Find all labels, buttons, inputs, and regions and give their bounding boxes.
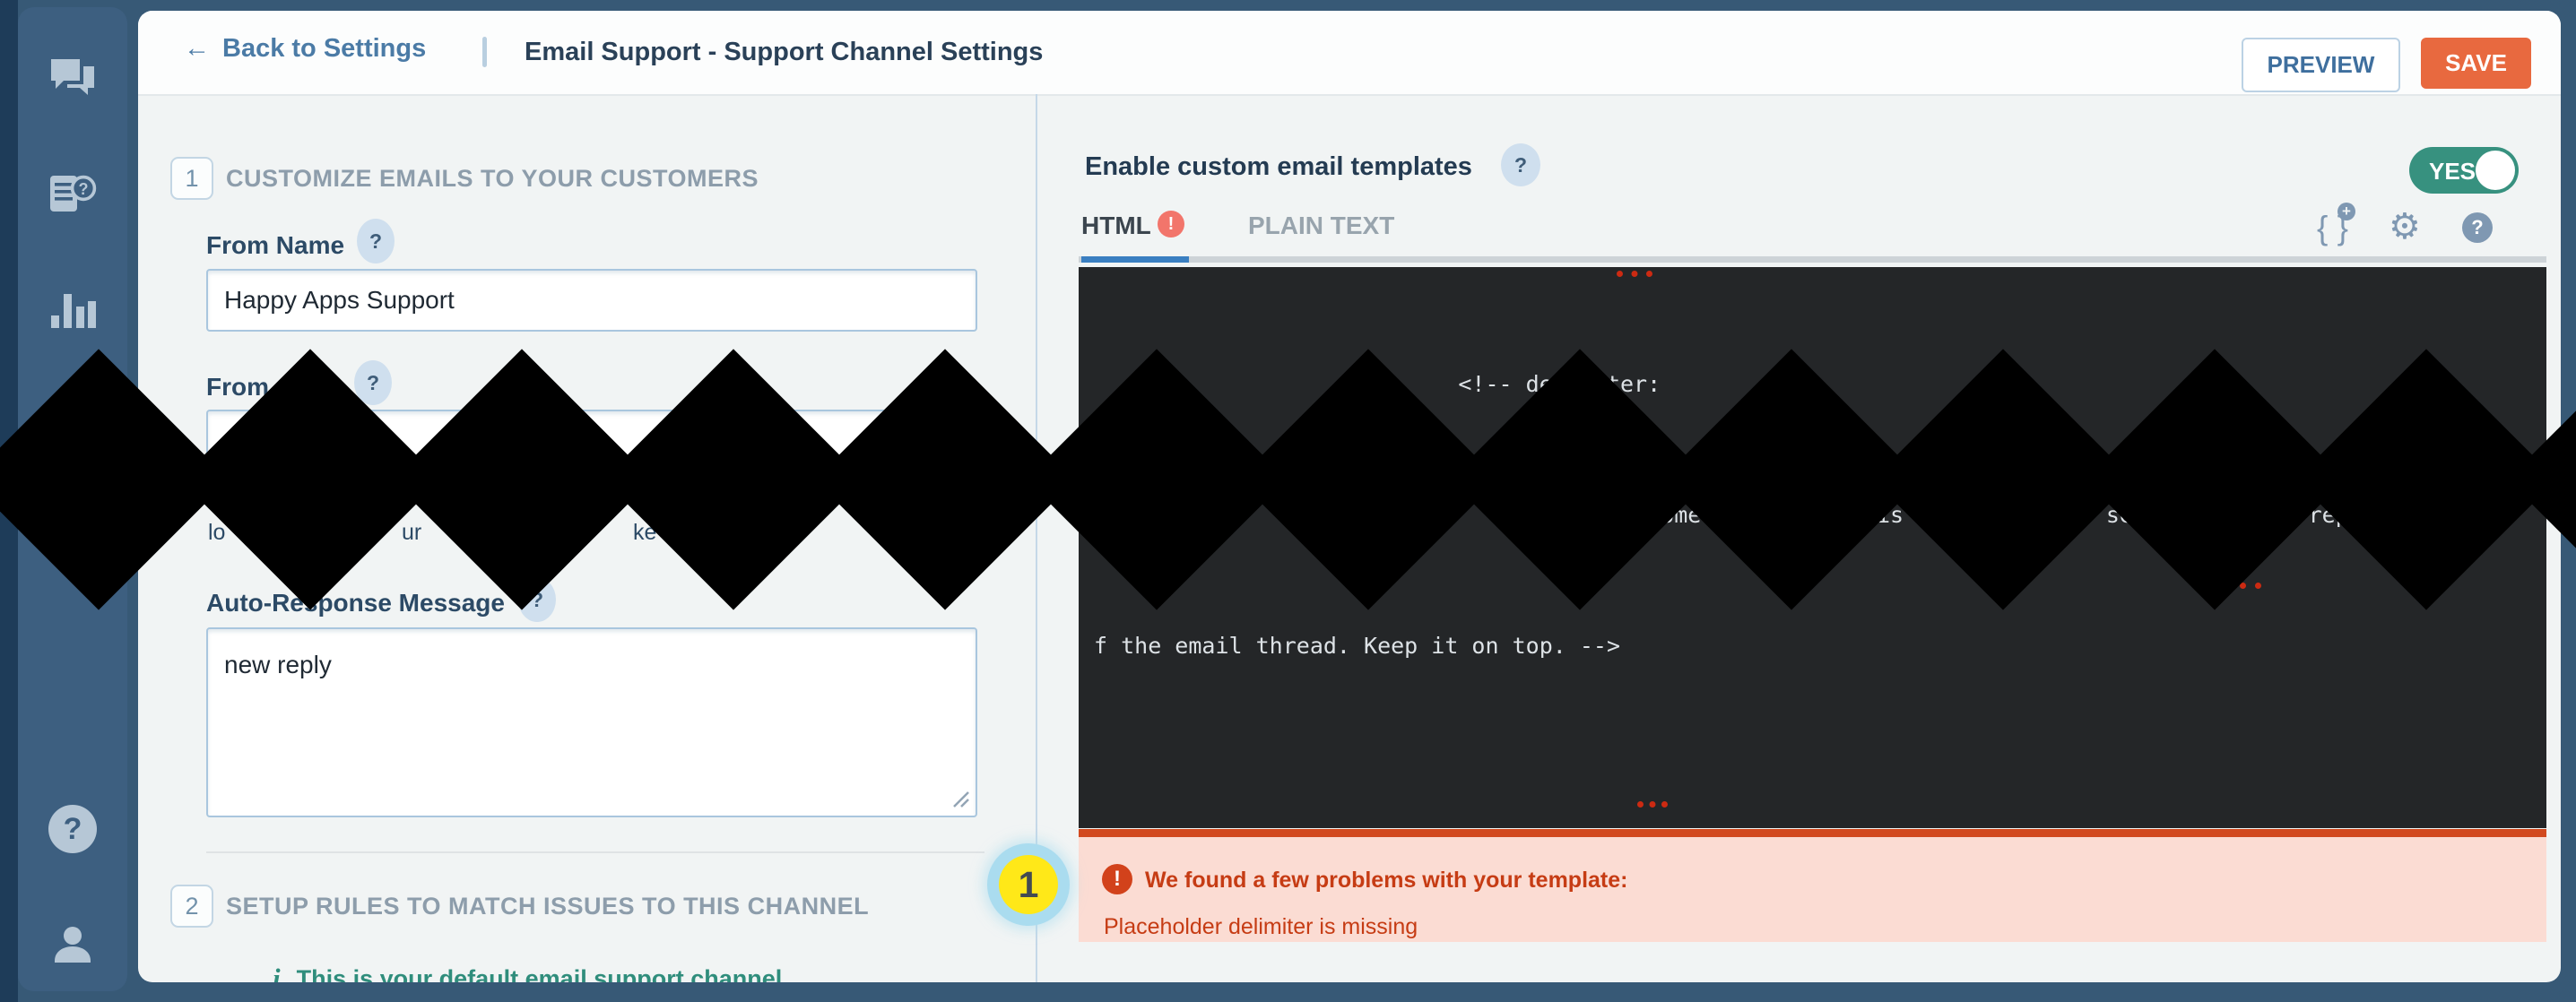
auto-response-textarea[interactable]: new reply xyxy=(206,627,977,817)
step1-title: CUSTOMIZE EMAILS TO YOUR CUSTOMERS xyxy=(226,165,759,192)
enable-templates-heading: Enable custom email templates xyxy=(1085,152,1472,181)
annotation-marker-1: 1 xyxy=(999,855,1058,914)
preview-button[interactable]: PREVIEW xyxy=(2242,38,2400,92)
redacted-text-fragment: ke xyxy=(633,520,657,545)
html-template-editor[interactable]: <!-- delimiter: When a customer replies,… xyxy=(1079,267,2546,828)
from-name-help-badge[interactable]: ? xyxy=(357,219,395,263)
enable-templates-toggle[interactable]: YES xyxy=(2409,147,2519,194)
error-item: Placeholder delimiter is missing xyxy=(1104,914,1418,939)
panel-divider xyxy=(1036,94,1037,982)
templates-help-badge[interactable]: ? xyxy=(1501,143,1540,186)
editor-scroll-track[interactable] xyxy=(1079,256,2546,263)
error-squiggle xyxy=(1637,801,1668,808)
profile-icon[interactable] xyxy=(18,923,127,968)
step1-number: 1 xyxy=(170,157,213,200)
html-tab-error-badge: ! xyxy=(1158,211,1184,238)
window-edge-strip xyxy=(0,0,18,1002)
from-name-input[interactable] xyxy=(206,269,977,332)
default-channel-note: i This is your default email support cha… xyxy=(273,963,782,982)
sidebar: ? ? xyxy=(18,7,127,991)
chat-icon[interactable] xyxy=(18,56,127,99)
from-email-input[interactable] xyxy=(206,410,977,472)
active-tab-indicator xyxy=(1081,256,1189,263)
save-button[interactable]: SAVE xyxy=(2421,38,2531,89)
topbar: ← Back to Settings Email Support - Suppo… xyxy=(138,11,2561,96)
tab-plain-text[interactable]: PLAIN TEXT xyxy=(1248,212,1395,239)
page-title: Email Support - Support Channel Settings xyxy=(525,38,1044,66)
title-divider xyxy=(482,37,487,67)
step2-number: 2 xyxy=(170,885,213,928)
stats-icon[interactable] xyxy=(18,287,127,330)
info-text: This is your default email support chann… xyxy=(296,964,783,983)
tab-html[interactable]: HTML xyxy=(1081,212,1151,239)
settings-gear-icon[interactable]: ⚙ xyxy=(2389,207,2421,246)
auto-response-help-badge[interactable]: ? xyxy=(518,577,556,622)
from-email-label-partial: From xyxy=(206,373,269,401)
from-name-label: From Name xyxy=(206,231,345,259)
insert-placeholder-icon[interactable]: { } + xyxy=(2317,203,2355,247)
back-to-settings-link[interactable]: ← Back to Settings xyxy=(184,34,426,64)
template-error-panel: ! We found a few problems with your temp… xyxy=(1079,829,2546,942)
redacted-text-fragment: ur xyxy=(402,520,422,545)
back-arrow-icon: ← xyxy=(184,34,210,63)
plus-glyph: + xyxy=(2337,203,2355,220)
section-divider xyxy=(206,851,984,853)
editor-help-icon[interactable]: ? xyxy=(2462,212,2493,243)
back-label: Back to Settings xyxy=(222,34,427,63)
textarea-resize-handle[interactable] xyxy=(950,789,970,808)
error-heading: We found a few problems with your templa… xyxy=(1145,868,1628,893)
redacted-text-fragment: lo xyxy=(208,520,226,545)
error-squiggle xyxy=(1617,271,1652,277)
help-icon[interactable]: ? xyxy=(18,805,127,853)
error-squiggle xyxy=(2240,583,2261,589)
main-card: ← Back to Settings Email Support - Suppo… xyxy=(138,11,2561,982)
editor-code: <!-- delimiter: When a customer replies,… xyxy=(1094,371,2498,659)
info-icon: i xyxy=(273,963,281,982)
toggle-label: YES xyxy=(2429,158,2476,185)
svg-text:?: ? xyxy=(79,180,89,198)
auto-response-label: Auto-Response Message xyxy=(206,589,505,617)
step2-title: SETUP RULES TO MATCH ISSUES TO THIS CHAN… xyxy=(226,893,870,920)
toggle-knob xyxy=(2476,151,2515,190)
alert-icon: ! xyxy=(1102,864,1132,894)
from-email-help-badge[interactable]: ? xyxy=(354,360,392,405)
faq-icon[interactable]: ? xyxy=(18,170,127,217)
